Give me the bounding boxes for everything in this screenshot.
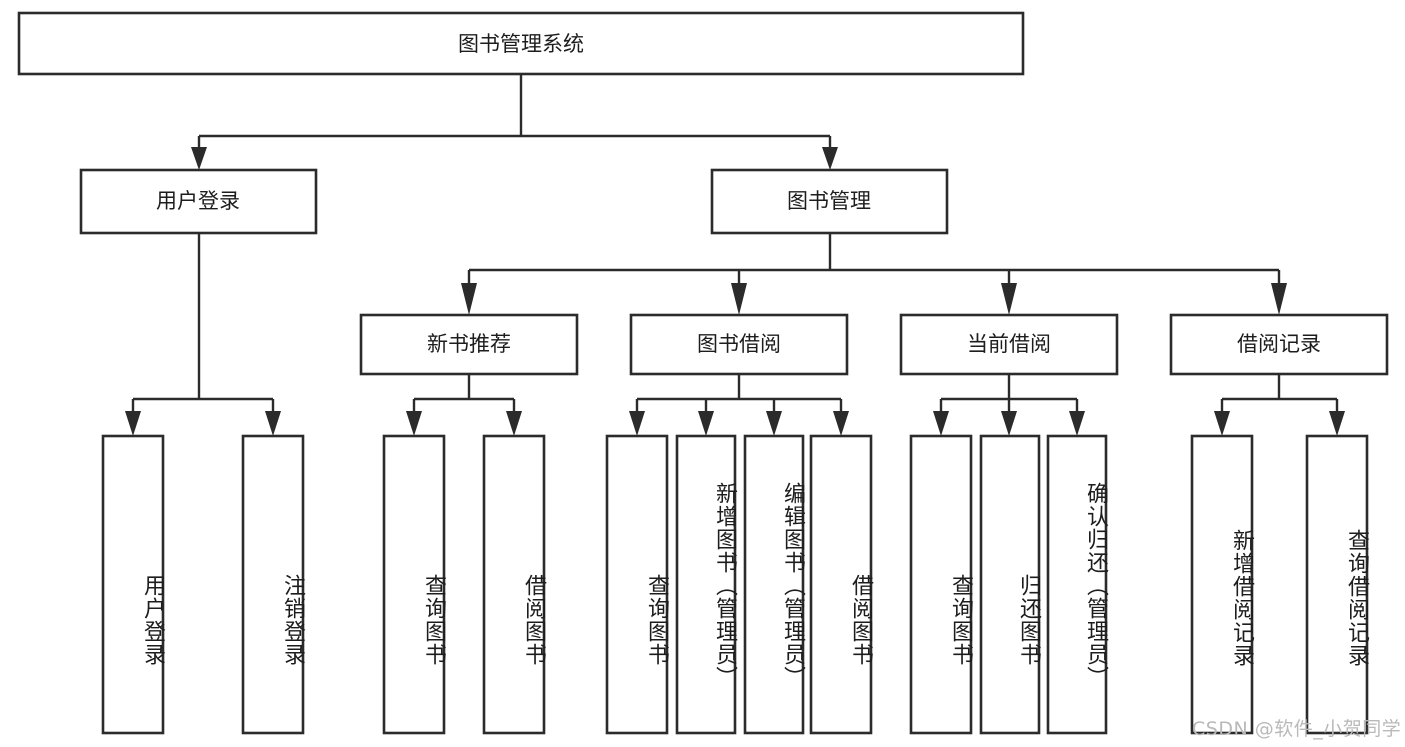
- node-leaf-logout-login-box[interactable]: [241, 434, 305, 735]
- node-borrow-record-label: 借阅记录: [1237, 332, 1321, 356]
- connector-bookmgmt-bus: [467, 233, 1281, 284]
- node-user-login-box[interactable]: [79, 168, 318, 235]
- node-layer: 图书管理系统 用户登录 图书管理 新书推荐 图书借阅 当前借阅 借阅记录: [17, 11, 1389, 735]
- node-leaf-confirm-return-box[interactable]: [1046, 434, 1108, 735]
- node-book-management-box[interactable]: [710, 168, 949, 235]
- connector-borrowrecord-bus: [1220, 374, 1339, 412]
- connector-currentborrow-bus: [939, 374, 1079, 412]
- arrow-to-leaf-query-record: [1329, 411, 1345, 436]
- node-book-management-label: 图书管理: [787, 189, 871, 213]
- arrow-to-leaf-return-book: [1001, 411, 1017, 436]
- arrow-to-borrow-record: [1271, 283, 1287, 315]
- node-leaf-query-book-1-box[interactable]: [382, 434, 446, 735]
- node-book-borrow-box[interactable]: [629, 313, 849, 376]
- node-leaf-return-book-box[interactable]: [979, 434, 1041, 735]
- arrow-to-leaf-add-record: [1214, 411, 1230, 436]
- node-leaf-query-record-box[interactable]: [1305, 434, 1369, 735]
- arrow-to-current-borrow: [1001, 283, 1017, 315]
- connector-newbook-bus: [412, 374, 516, 412]
- node-borrow-record-box[interactable]: [1169, 313, 1389, 376]
- node-book-borrow-label: 图书借阅: [697, 332, 781, 356]
- node-leaf-query-book-3-box[interactable]: [909, 434, 973, 735]
- node-leaf-add-book-box[interactable]: [675, 434, 737, 735]
- node-leaf-user-login-box[interactable]: [101, 434, 165, 735]
- connector-bookborrow-bus: [635, 374, 843, 412]
- connector-userlogin-bus: [131, 233, 275, 412]
- node-current-borrow-box[interactable]: [899, 313, 1119, 376]
- node-new-book-recommend-box[interactable]: [359, 313, 579, 376]
- node-current-borrow-label: 当前借阅: [967, 332, 1051, 356]
- arrow-to-leaf-add-book: [698, 411, 714, 436]
- arrow-to-book-management: [822, 147, 838, 170]
- arrow-to-leaf-borrow-book-2: [833, 411, 849, 436]
- node-leaf-add-record-box[interactable]: [1190, 434, 1254, 735]
- node-root-box[interactable]: [17, 11, 1025, 76]
- node-root-label: 图书管理系统: [458, 32, 584, 56]
- arrow-to-leaf-query-book-2: [629, 411, 645, 436]
- arrow-to-book-borrow: [731, 283, 747, 315]
- arrow-to-leaf-logout-login: [265, 411, 281, 436]
- arrow-to-leaf-user-login: [125, 411, 141, 436]
- arrow-to-leaf-borrow-book-1: [506, 411, 522, 436]
- arrow-to-user-login: [191, 147, 207, 170]
- node-leaf-query-book-2-box[interactable]: [605, 434, 669, 735]
- connector-root-bus: [197, 74, 832, 148]
- node-leaf-edit-book-box[interactable]: [743, 434, 805, 735]
- csdn-watermark: CSDN @软件_小贺同学: [1192, 718, 1402, 740]
- arrow-to-new-book-recommend: [461, 283, 477, 315]
- connector-layer: [125, 74, 1345, 436]
- node-leaf-borrow-book-1-box[interactable]: [482, 434, 546, 735]
- node-new-book-recommend-label: 新书推荐: [427, 332, 511, 356]
- arrow-to-leaf-confirm-return: [1069, 411, 1085, 436]
- node-leaf-borrow-book-2-box[interactable]: [809, 434, 873, 735]
- arrow-to-leaf-edit-book: [766, 411, 782, 436]
- node-user-login-label: 用户登录: [156, 189, 240, 213]
- arrow-to-leaf-query-book-3: [933, 411, 949, 436]
- arrow-to-leaf-query-book-1: [406, 411, 422, 436]
